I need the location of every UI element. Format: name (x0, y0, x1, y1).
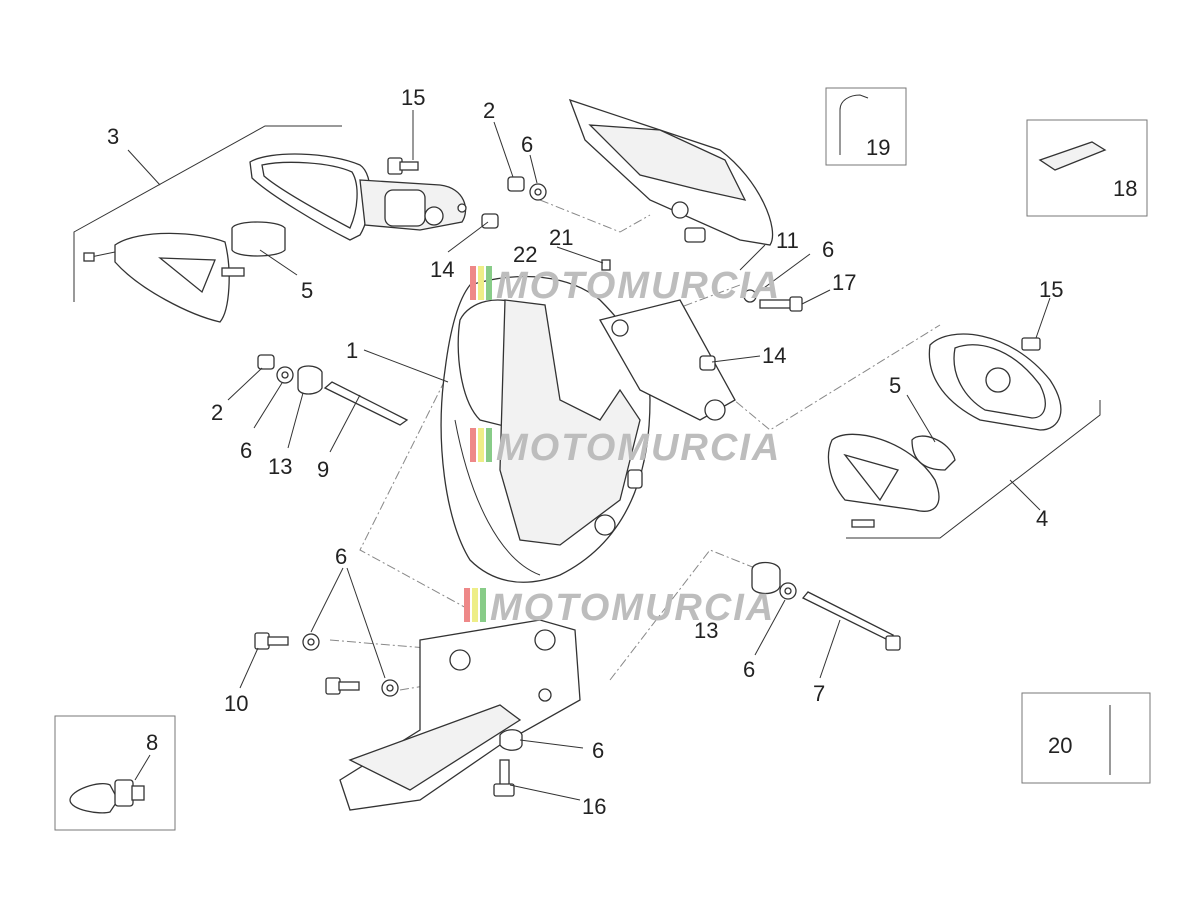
part-19-box (825, 87, 907, 166)
callout-2: 2 (483, 98, 495, 123)
watermark-3: MOTOMURCIA (464, 587, 775, 629)
part-6-17-washer-bolt (743, 289, 803, 312)
callout-10: 10 (224, 691, 248, 716)
callout-1: 1 (346, 338, 358, 363)
callout-6: 6 (743, 657, 755, 682)
part-2-6-13-9-stack (257, 354, 409, 426)
callout-8: 8 (146, 730, 158, 755)
callout-13: 13 (268, 454, 292, 479)
bracket-lines (73, 125, 1101, 539)
callout-13: 13 (694, 618, 718, 643)
callout-6: 6 (592, 738, 604, 763)
callout-6: 6 (240, 438, 252, 463)
callout-18: 18 (1113, 176, 1137, 201)
callout-7: 7 (813, 681, 825, 706)
part-14-nut-right (699, 355, 716, 371)
callout-3: 3 (107, 124, 119, 149)
callout-15: 15 (401, 85, 425, 110)
callout-6: 6 (822, 237, 834, 262)
leader-lines (134, 110, 1051, 801)
part-18-box (1026, 119, 1148, 217)
callout-5: 5 (889, 373, 901, 398)
watermark-text: MOTOMURCIA (496, 265, 781, 307)
callout-labels: 3 15 2 6 19 18 14 5 22 21 11 6 17 15 1 1… (107, 85, 1137, 819)
callout-20: 20 (1048, 733, 1072, 758)
part-3-left-indicator (83, 153, 467, 323)
callout-19: 19 (866, 135, 890, 160)
part-22-bracket (568, 98, 774, 271)
callout-22: 22 (513, 242, 537, 267)
part-13-6-7-stack (751, 561, 901, 651)
watermarks: MOTOMURCIA MOTOMURCIA MOTOMURCIA (464, 265, 781, 629)
callout-2: 2 (211, 400, 223, 425)
callout-17: 17 (832, 270, 856, 295)
callout-6: 6 (335, 544, 347, 569)
watermark-text: MOTOMURCIA (496, 427, 781, 469)
part-2-6-nuts-top (481, 176, 547, 229)
part-16-bolt (493, 759, 515, 797)
callout-11: 11 (776, 228, 799, 253)
part-15-bolt-top (387, 157, 419, 175)
callout-4: 4 (1036, 506, 1048, 531)
callout-6: 6 (521, 132, 533, 157)
callout-14: 14 (430, 257, 454, 282)
callout-14: 14 (762, 343, 786, 368)
watermark-1: MOTOMURCIA (470, 265, 781, 307)
part-20-box (1021, 692, 1151, 784)
part-10-bolts (254, 632, 399, 697)
part-1-headlight (440, 276, 736, 583)
watermark-text: MOTOMURCIA (490, 587, 775, 629)
callout-9: 9 (317, 457, 329, 482)
part-8-box (54, 715, 176, 831)
callout-16: 16 (582, 794, 606, 819)
watermark-2: MOTOMURCIA (470, 427, 781, 469)
callout-21: 21 (549, 225, 573, 250)
callout-15: 15 (1039, 277, 1063, 302)
callout-5: 5 (301, 278, 313, 303)
part-4-right-indicator (827, 333, 1062, 528)
lower-bracket (339, 619, 581, 811)
